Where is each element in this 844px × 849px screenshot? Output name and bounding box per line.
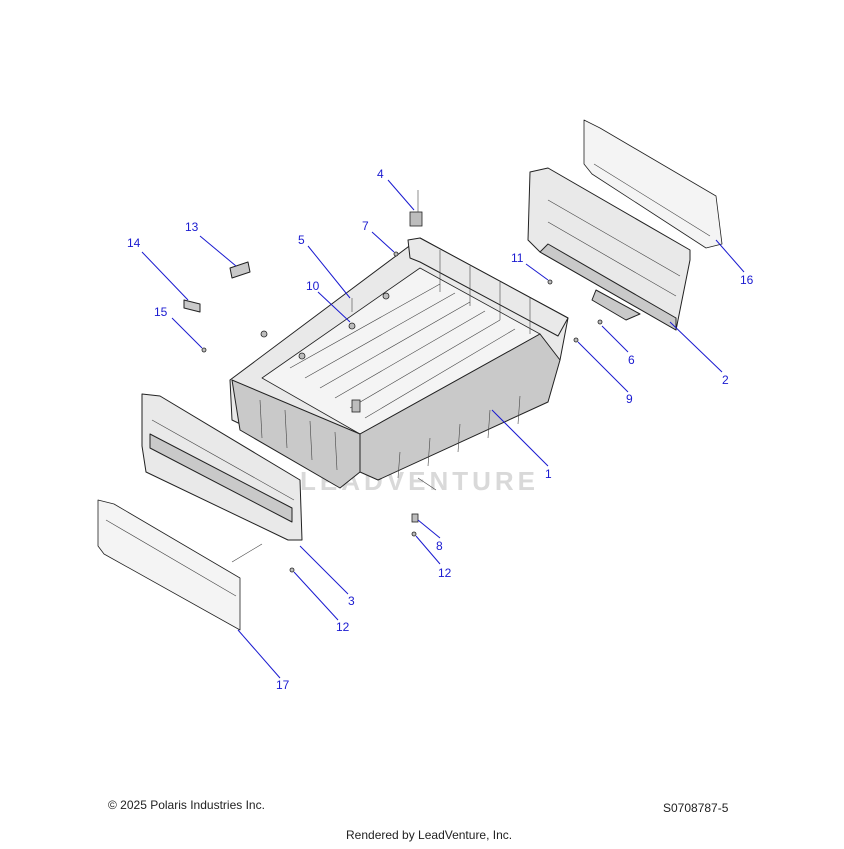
callout-13: 13 [185, 220, 199, 234]
nut-12b [289, 567, 295, 573]
callout-8: 8 [436, 539, 443, 553]
callout-9: 9 [626, 392, 633, 406]
copyright-text: © 2025 Polaris Industries Inc. [108, 798, 265, 812]
decal-13[interactable] [229, 261, 251, 279]
leader-lines [141, 179, 745, 679]
callout-12b: 12 [336, 620, 350, 634]
hardware [201, 190, 603, 573]
cargo-box[interactable] [229, 237, 569, 489]
fastener-6 [597, 319, 603, 325]
callout-14: 14 [127, 236, 141, 250]
callout-7: 7 [362, 219, 369, 233]
fastener-11 [547, 279, 553, 285]
callout-12a: 12 [438, 566, 452, 580]
callout-17: 17 [276, 678, 290, 692]
callout-3: 3 [348, 594, 355, 608]
side-panel-left[interactable] [141, 393, 303, 541]
clip-8 [411, 513, 419, 523]
callout-5: 5 [298, 233, 305, 247]
callout-2: 2 [722, 373, 729, 387]
diagram-reference-code: S0708787-5 [663, 801, 729, 815]
callout-16: 16 [740, 273, 754, 287]
callout-4: 4 [377, 167, 384, 181]
decal-14[interactable] [183, 299, 201, 313]
callout-10: 10 [306, 279, 320, 293]
callout-15: 15 [154, 305, 168, 319]
fastener-15 [201, 347, 207, 353]
callout-6: 6 [628, 353, 635, 367]
fastener-9 [573, 337, 579, 343]
washer-10 [348, 322, 356, 330]
fastener-7 [393, 251, 399, 257]
bracket-4 [409, 211, 423, 227]
callout-11: 11 [511, 251, 524, 265]
nut-12a [411, 531, 417, 537]
side-liner-left[interactable] [97, 499, 241, 631]
rendered-by-text: Rendered by LeadVenture, Inc. [346, 828, 513, 842]
callout-labels: 1 2 3 4 5 6 7 8 9 10 11 12 12 13 14 15 1… [127, 167, 754, 692]
side-liner-right[interactable] [583, 119, 723, 249]
callout-1: 1 [545, 467, 552, 481]
side-panel-right[interactable] [527, 167, 691, 331]
